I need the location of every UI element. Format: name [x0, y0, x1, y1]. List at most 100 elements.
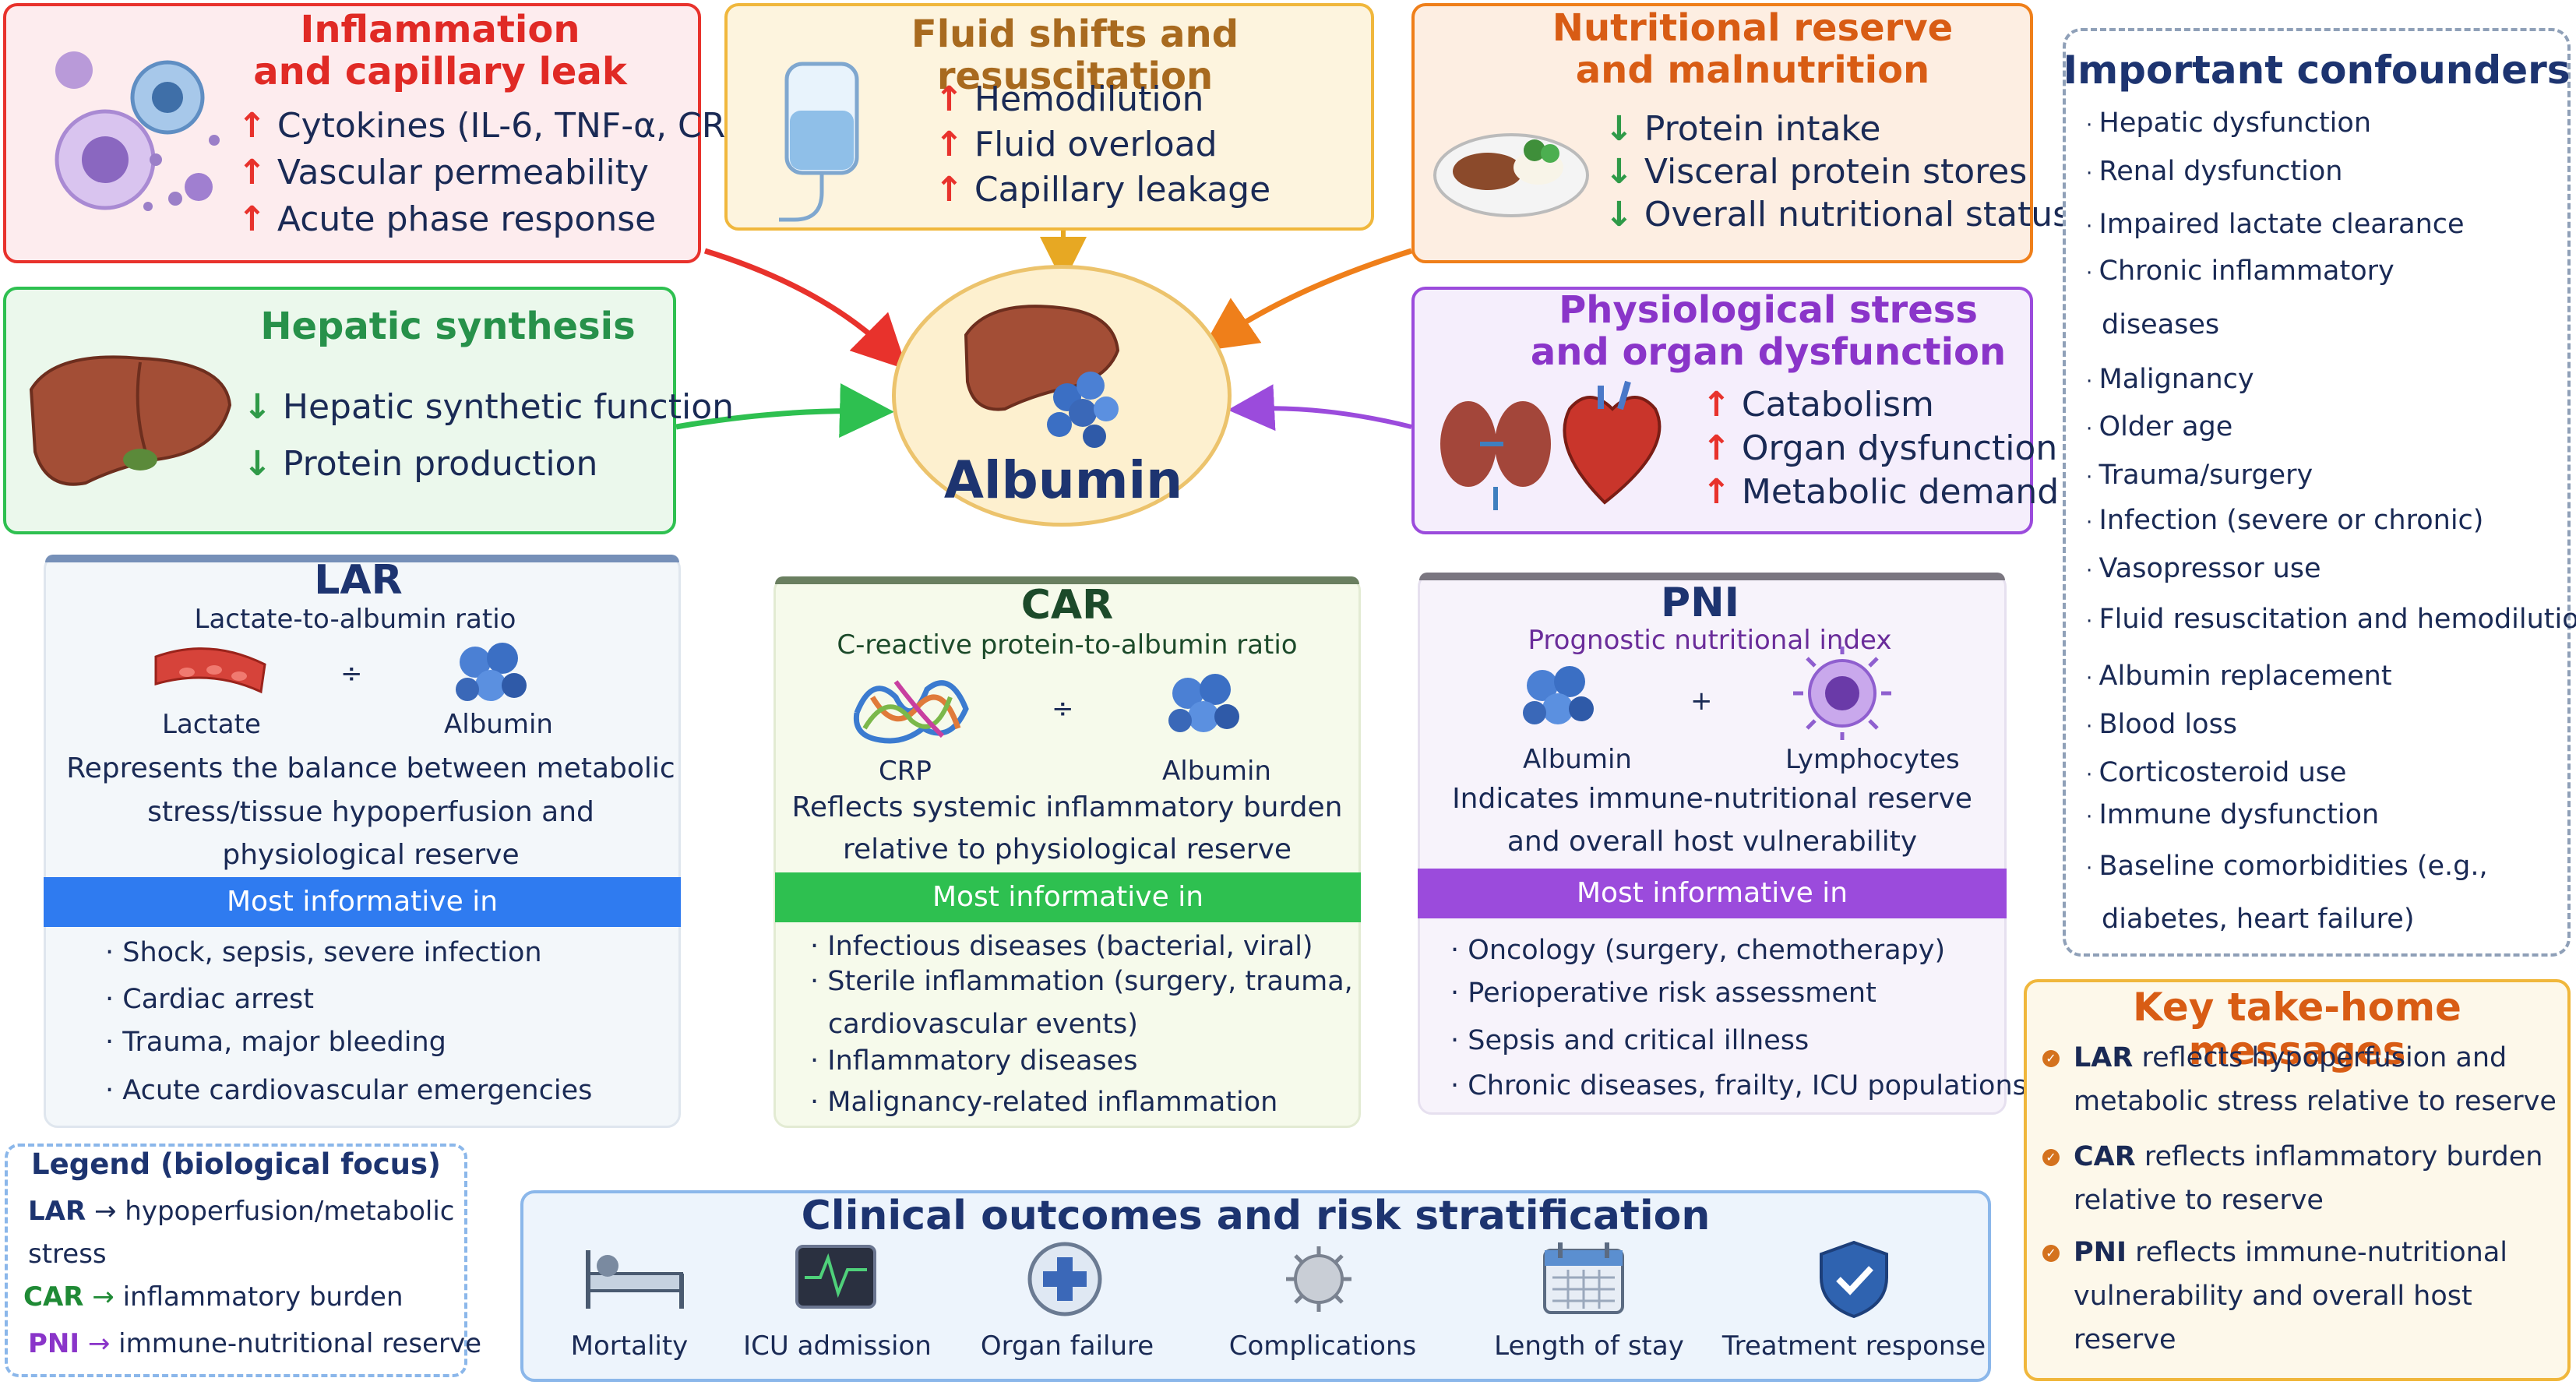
takehome-item: PNI reflects immune-nutritional: [2074, 1237, 2508, 1268]
legend-row-lar-cont: stress: [28, 1239, 107, 1270]
car-item: · Sterile inflammation (surgery, trauma,: [810, 966, 1353, 997]
crp-protein-icon: [853, 680, 969, 744]
monitor-icon: [795, 1245, 876, 1309]
fluid-title: Fluid shifts and resuscitation: [911, 12, 1239, 98]
arrow-hepatic: [675, 382, 894, 438]
confounder-item: · Hepatic dysfunction: [2086, 107, 2372, 139]
bed-icon: [586, 1250, 684, 1309]
car-item: cardiovascular events): [828, 1009, 1138, 1040]
car-right-label: Albumin: [1162, 756, 1271, 787]
albumin-molecule-icon: [456, 643, 527, 701]
car-operator: ÷: [1052, 693, 1074, 724]
lar-panel: [44, 555, 681, 1128]
lar-item: · Acute cardiovascular emergencies: [105, 1075, 593, 1106]
outcomes-panel: [520, 1190, 1991, 1382]
stress-item: ↑ Organ dysfunction: [1702, 428, 2058, 468]
outcome-label: ICU admission: [743, 1330, 932, 1362]
pni-item: · Oncology (surgery, chemotherapy): [1450, 935, 1946, 966]
nutrition-item: ↓ Protein intake: [1605, 109, 1881, 149]
iv-bag-icon: [779, 62, 859, 222]
nutrition-panel: [1411, 3, 2033, 263]
lar-desc: Represents the balance between metabolic: [66, 752, 675, 784]
confounder-item: · Vasopressor use: [2086, 553, 2321, 584]
outcome-label: Length of stay: [1494, 1330, 1684, 1362]
legend-row-pni: PNI → immune-nutritional reserve: [28, 1328, 481, 1359]
confounder-item: · Blood loss: [2086, 709, 2238, 740]
pni-item: · Sepsis and critical illness: [1450, 1025, 1810, 1056]
albumin-molecule-icon: [1523, 666, 1594, 724]
legend-row-lar: LAR → hypoperfusion/metabolic: [28, 1196, 455, 1227]
albumin-label: Albumin: [943, 450, 1183, 510]
takehome-item-cont: relative to reserve: [2074, 1185, 2324, 1216]
plate-icon: [1433, 133, 1589, 217]
lymphocyte-icon: [1793, 647, 1891, 740]
pni-desc: Indicates immune-nutritional reserve: [1452, 783, 1972, 815]
lar-item: · Shock, sepsis, severe infection: [105, 937, 542, 968]
shield-check-icon: [1820, 1240, 1888, 1319]
confounder-item: diabetes, heart failure): [2102, 904, 2415, 935]
albumin-molecule-icon: [1168, 674, 1239, 732]
pni-right-label: Lymphocytes: [1785, 744, 1960, 775]
pni-desc: and overall host vulnerability: [1506, 826, 1918, 858]
takehome-bullet-icon: ✓: [2042, 1245, 2060, 1262]
car-item: · Infectious diseases (bacterial, viral): [810, 931, 1313, 962]
car-band: Most informative in: [775, 872, 1361, 922]
confounder-item: · Chronic inflammatory: [2086, 256, 2395, 287]
inflammation-item: ↑ Cytokines (IL-6, TNF-α, CRP): [238, 106, 760, 146]
pni-panel: [1418, 573, 2007, 1115]
car-desc: Reflects systemic inflammatory burden: [791, 791, 1343, 823]
car-subtitle: C-reactive protein-to-albumin ratio: [837, 629, 1298, 661]
lar-item: · Trauma, major bleeding: [105, 1027, 446, 1058]
legend-title: Legend (biological focus): [31, 1147, 441, 1181]
car-panel: [774, 576, 1361, 1128]
organ-failure-icon: [1027, 1242, 1102, 1316]
takehome-bullet-icon: ✓: [2042, 1149, 2060, 1166]
lar-right-label: Albumin: [444, 709, 553, 740]
car-header-strip: [775, 576, 1359, 584]
confounder-item: · Baseline comorbidities (e.g.,: [2086, 851, 2488, 882]
outcome-label: Treatment response: [1721, 1330, 1986, 1362]
confounder-item: · Malignancy: [2086, 364, 2254, 395]
inflammation-item: ↑ Acute phase response: [238, 199, 657, 239]
car-item: · Inflammatory diseases: [810, 1045, 1138, 1077]
kidney-heart-icon: [1440, 380, 1662, 510]
takehome-item-cont: reserve: [2074, 1324, 2176, 1355]
immune-cells-icon: [55, 51, 220, 211]
arrow-inflammation: [703, 248, 907, 370]
confounder-item: · Older age: [2086, 411, 2233, 442]
confounder-item: · Renal dysfunction: [2086, 156, 2343, 187]
lar-header-strip: [45, 555, 679, 562]
outcome-label: Complications: [1228, 1330, 1417, 1362]
nutrition-item: ↓ Visceral protein stores: [1605, 152, 2028, 192]
hepatic-title: Hepatic synthesis: [260, 305, 636, 348]
pni-header-strip: [1419, 573, 2005, 580]
confounders-title: Important confounders: [2063, 48, 2571, 93]
outcome-label: Organ failure: [980, 1330, 1154, 1362]
liver-albumin-icon: [964, 305, 1120, 448]
outcome-label: Mortality: [570, 1330, 689, 1362]
lar-left-label: Lactate: [162, 709, 261, 740]
takehome-item: LAR reflects hypoperfusion and: [2074, 1042, 2507, 1073]
legend-row-car: CAR → inflammatory burden: [23, 1281, 403, 1313]
takehome-bullet-icon: ✓: [2042, 1050, 2060, 1067]
fluid-item: ↑ Fluid overload: [935, 125, 1218, 164]
pni-left-label: Albumin: [1523, 744, 1632, 775]
lar-title: LAR: [314, 557, 403, 604]
pni-title: PNI: [1661, 580, 1739, 626]
fluid-item: ↑ Capillary leakage: [935, 170, 1271, 210]
outcomes-title: Clinical outcomes and risk stratificatio…: [801, 1193, 1711, 1239]
confounder-item: · Fluid resuscitation and hemodilution: [2086, 604, 2576, 635]
calendar-icon: [1543, 1242, 1624, 1314]
takehome-title: Key take-home messages: [2133, 985, 2461, 1073]
lar-operator: ÷: [340, 658, 363, 689]
arrow-stress: [1228, 384, 1412, 432]
pni-band: Most informative in: [1418, 869, 2007, 918]
takehome-panel: [2024, 979, 2571, 1381]
car-desc: relative to physiological reserve: [842, 833, 1292, 865]
takehome-item-cont: vulnerability and overall host: [2074, 1281, 2472, 1312]
hepatic-item: ↓ Protein production: [243, 444, 598, 484]
legend-panel: [5, 1144, 467, 1377]
